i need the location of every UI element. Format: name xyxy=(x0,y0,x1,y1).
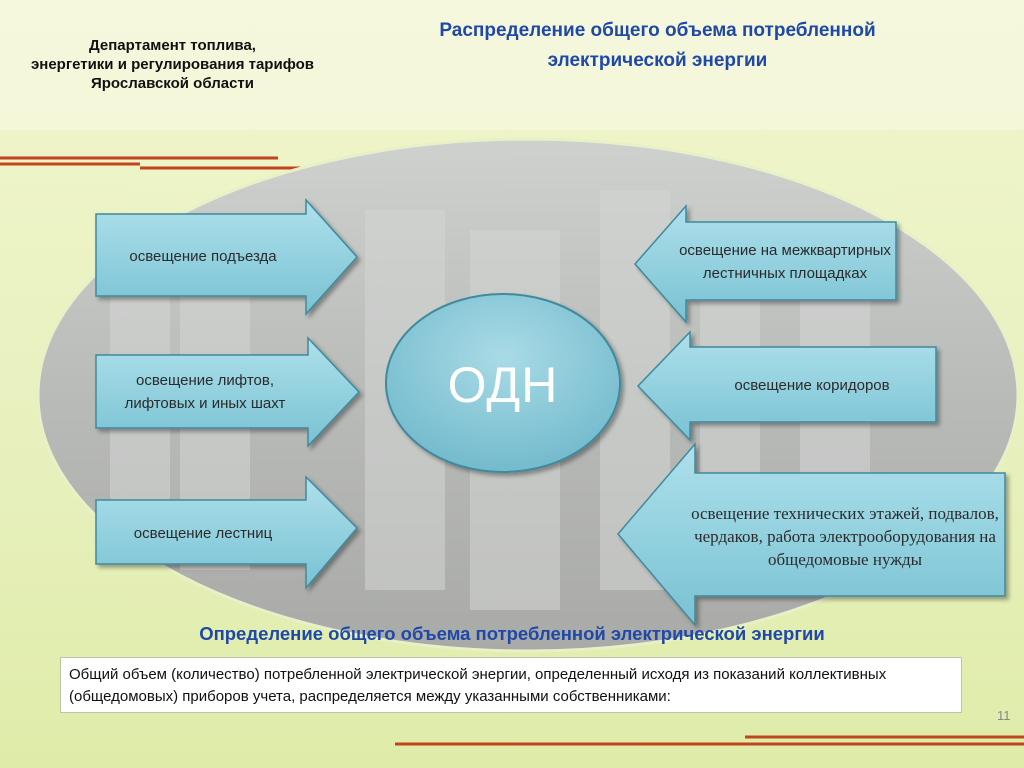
item-lighting-entrance: освещение подъезда xyxy=(129,247,277,265)
left-arrow-2 xyxy=(95,336,361,448)
department-line: Департамент топлива, xyxy=(89,37,256,54)
department-line: Ярославской области xyxy=(90,75,254,92)
section-subtitle: Определение общего объема потребленной э… xyxy=(199,623,825,644)
item-lighting-elevators: освещение лифтов, лифтовых и иных шахт xyxy=(124,372,286,412)
department-name: Департамент топлива, энергетики и регули… xyxy=(0,36,345,93)
right-arrow-2 xyxy=(636,330,937,442)
title-line: Распределение общего объема потребленной xyxy=(439,20,876,41)
left-arrow-1 xyxy=(95,198,359,316)
header-band xyxy=(0,0,1024,130)
center-ellipse xyxy=(385,293,621,473)
description-box: Общий объем (количество) потребленной эл… xyxy=(60,657,962,713)
slide-title: Распределение общего объема потребленной… xyxy=(395,16,920,76)
right-arrow-1 xyxy=(634,204,897,324)
department-line: энергетики и регулирования тарифов xyxy=(30,56,314,73)
item-lighting-corridors: освещение коридоров xyxy=(734,376,890,394)
right-arrow-3 xyxy=(617,441,1006,628)
item-lighting-stairs: освещение лестниц xyxy=(133,524,273,542)
page-number: 11 xyxy=(997,708,1011,723)
item-lighting-technical: освещение технических этажей, подвалов, … xyxy=(691,503,999,569)
left-arrow-3 xyxy=(95,475,359,591)
item-lighting-landings: освещение на межквартирных лестничных пл… xyxy=(679,242,891,282)
center-label: ОДН xyxy=(447,357,559,413)
title-line: электрической энергии xyxy=(547,50,768,71)
